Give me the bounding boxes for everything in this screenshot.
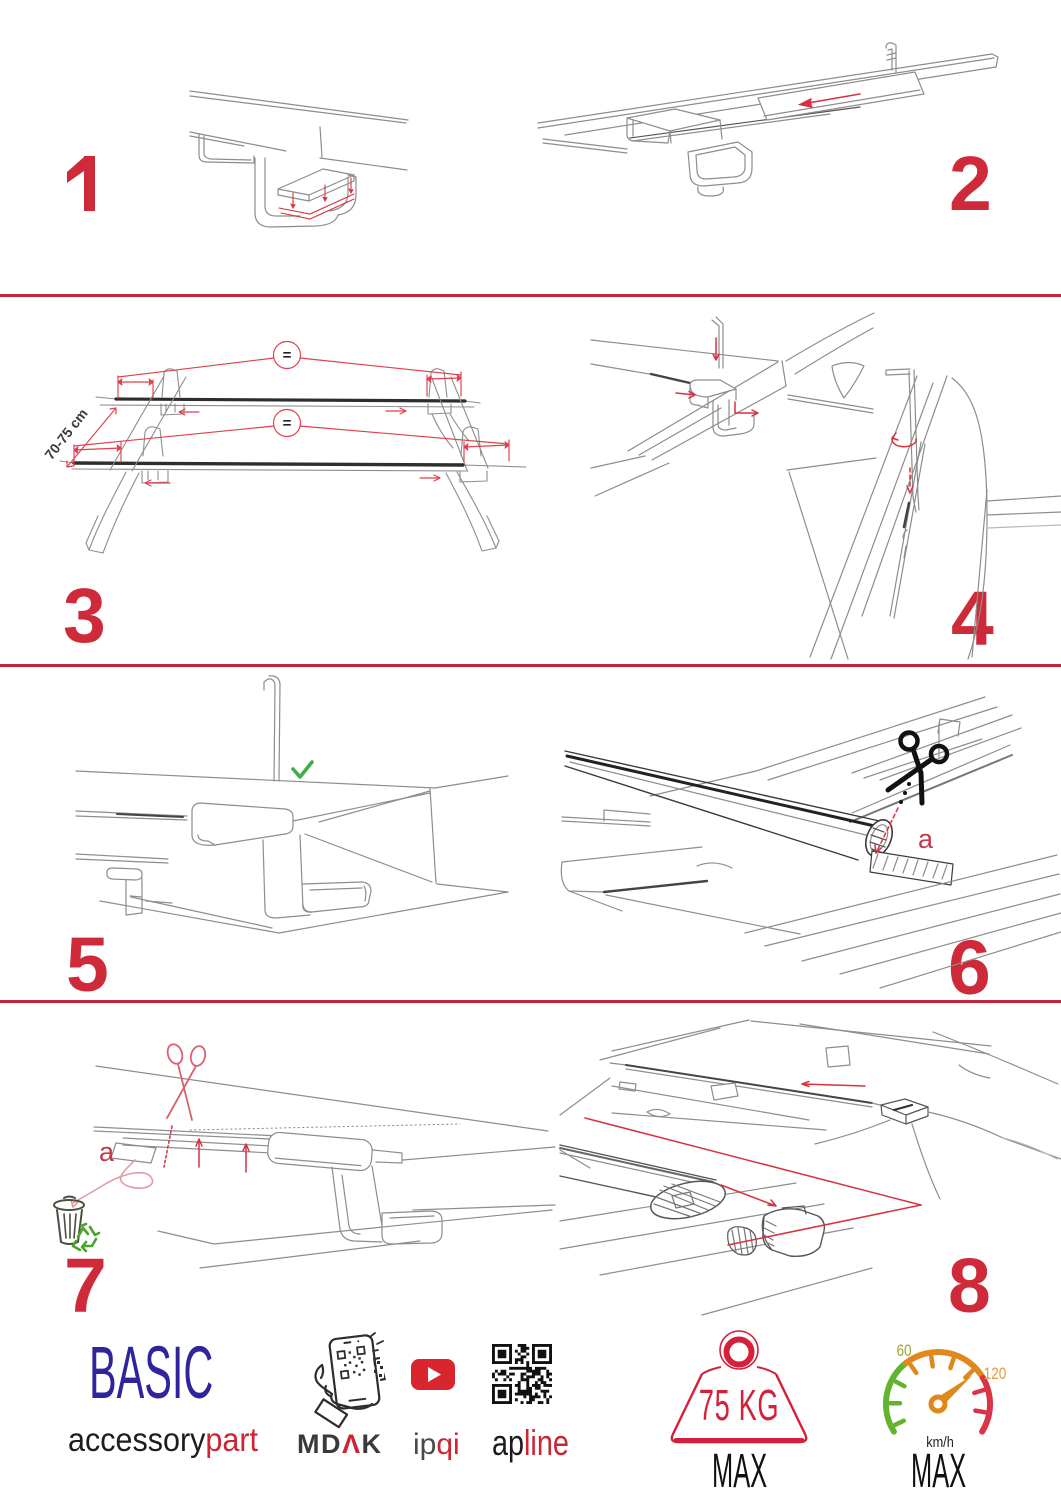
svg-text:a: a	[918, 824, 934, 854]
svg-text:70-75 cm: 70-75 cm	[41, 405, 91, 462]
svg-text:km/h: km/h	[926, 1433, 954, 1450]
svg-text:=: =	[283, 347, 292, 364]
svg-text:120: 120	[984, 1365, 1007, 1384]
svg-text:a: a	[99, 1137, 115, 1167]
svg-text:60: 60	[896, 1342, 911, 1361]
svg-text:=: =	[283, 415, 292, 432]
svg-text:75 KG: 75 KG	[699, 1380, 779, 1429]
